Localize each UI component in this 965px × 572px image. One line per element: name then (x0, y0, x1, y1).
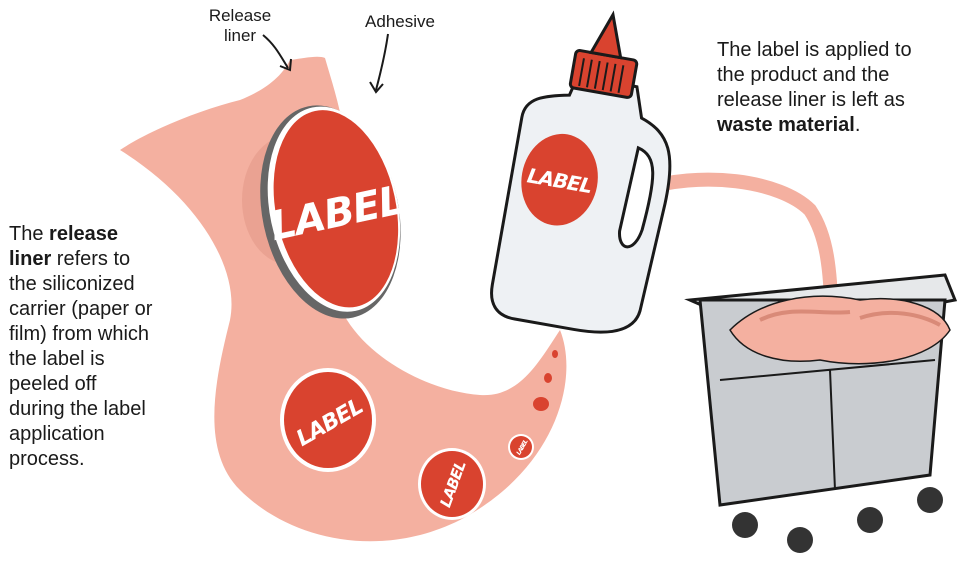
bottle: LABEL (487, 68, 684, 341)
bottle-cap (570, 9, 645, 98)
left-description-line8: during the label (9, 397, 199, 422)
right-description-line2: the product and the (717, 63, 965, 88)
left-description-line7: peeled off (9, 372, 199, 397)
liner-label-small: LABEL (508, 434, 534, 460)
left-description-line6: the label is (9, 347, 199, 372)
release-liner-callout-line1: Release (195, 6, 285, 26)
liner-label-medium: LABEL (418, 448, 486, 520)
adhesive-callout: Adhesive (350, 12, 450, 32)
waste-material-bold: waste material (717, 114, 855, 136)
liner-bold: liner (9, 248, 51, 270)
waste-bin (690, 275, 955, 553)
right-description-tail: . (855, 114, 861, 136)
left-line1-pre: The (9, 223, 49, 245)
liner-dot-3 (552, 350, 558, 358)
right-description: The label is applied to the product and … (717, 38, 965, 138)
left-description-line4: carrier (paper or (9, 297, 199, 322)
left-description-line9: application (9, 422, 199, 447)
left-description-line10: process. (9, 447, 199, 472)
release-bold: release (49, 223, 118, 245)
left-description-line2: liner refers to (9, 247, 199, 272)
liner-dot-2 (544, 373, 552, 383)
left-description-line1: The release (9, 222, 199, 247)
left-line2-post: refers to (51, 248, 130, 270)
liner-label-large: LABEL (280, 368, 376, 472)
adhesive-arrow (370, 34, 388, 92)
right-description-line4: waste material. (717, 113, 965, 138)
left-description: The release liner refers to the siliconi… (9, 222, 199, 472)
liner-dot-1 (533, 397, 549, 411)
left-description-line5: film) from which (9, 322, 199, 347)
release-liner-callout: Release liner (195, 6, 285, 46)
right-description-line3: release liner is left as (717, 88, 965, 113)
release-liner-callout-line2: liner (195, 26, 285, 46)
right-description-line1: The label is applied to (717, 38, 965, 63)
left-description-line3: the siliconized (9, 272, 199, 297)
